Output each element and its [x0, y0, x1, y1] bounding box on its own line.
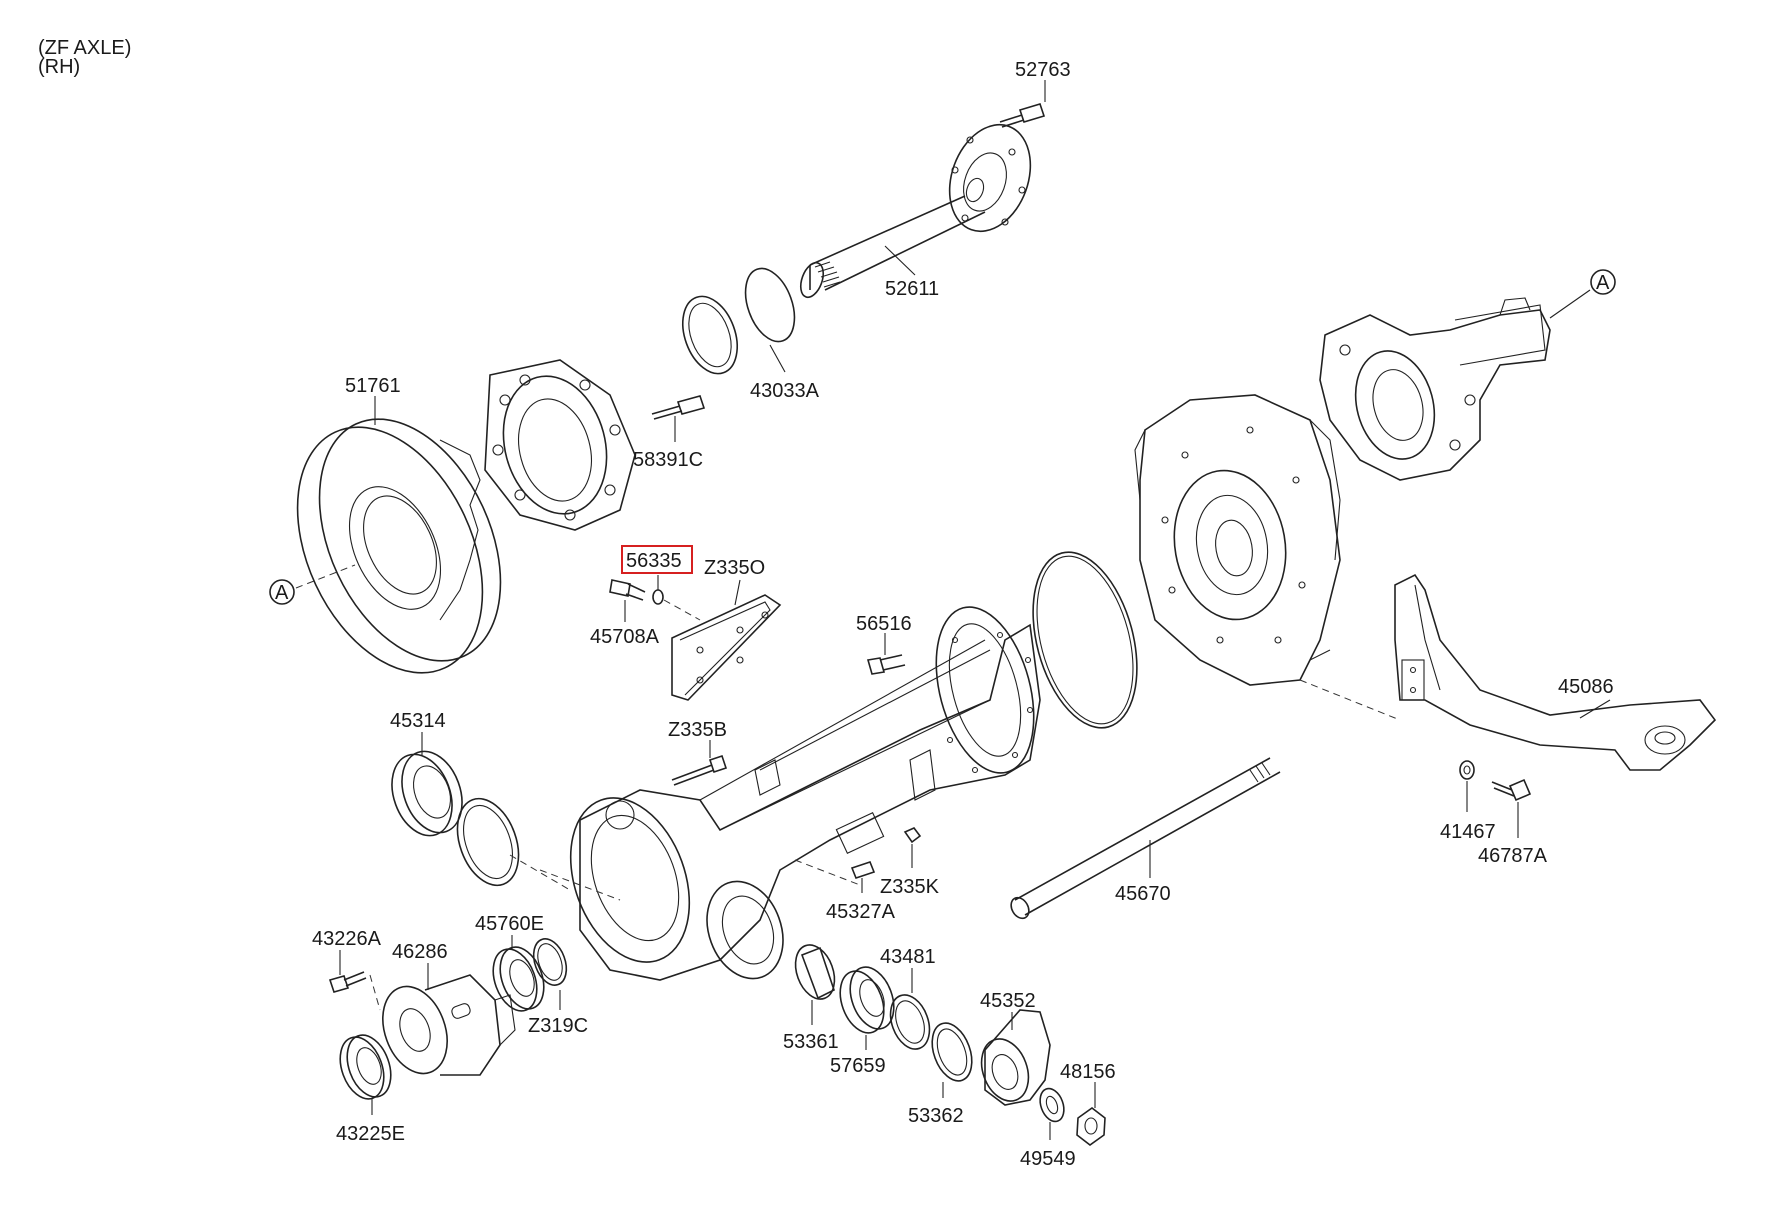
callout-a-left [269, 564, 356, 605]
label-45086: Z335B [668, 719, 727, 741]
label-46286: 43226A [312, 928, 382, 950]
label-53362: 53362 [908, 1105, 964, 1127]
label-52763: 52763 [1015, 59, 1071, 81]
label-45327A: 45327A [826, 901, 896, 923]
nut-48156-drawing [1076, 1082, 1106, 1146]
ring-43481-drawing [532, 938, 568, 1010]
drive-shaft-Z335K-drawing [1010, 757, 1281, 920]
label-56335[interactable]: 56335 [626, 550, 682, 572]
bolt-45708A-drawing [609, 575, 701, 622]
ring-53362-drawing [931, 1022, 973, 1098]
label-45760E: 46286 [392, 941, 448, 963]
differential-45760E-drawing [382, 963, 516, 1076]
label-Z319C: 43481 [880, 946, 936, 968]
header-line-1: (ZF AXLE) [38, 37, 131, 59]
label-53361: 45352 [980, 990, 1036, 1012]
stud-45327A-drawing [850, 861, 876, 893]
flange-53361-drawing [980, 1009, 1051, 1106]
bearing-45314-drawing [391, 732, 571, 891]
bolt-56516-drawing [866, 633, 906, 675]
bolt-52763-drawing [999, 80, 1046, 128]
label-Z335B: 45086 [1558, 676, 1614, 698]
label-46787A: 46787A [1478, 845, 1548, 867]
oring-43033A-drawing [682, 267, 796, 375]
label-49549: 49549 [1020, 1148, 1076, 1170]
oring-large-drawing [1032, 551, 1138, 729]
label-43481: Z319C [528, 1015, 588, 1037]
label-45314: 45314 [390, 710, 446, 732]
washer-41467-drawing [1459, 760, 1475, 812]
label-43225E: 43225E [336, 1123, 405, 1145]
bolt-45086-drawing [671, 740, 728, 786]
bolt-46286-drawing [328, 950, 381, 1011]
bolt-58391C-drawing [651, 395, 706, 442]
label-45352: 57659 [830, 1055, 886, 1077]
label-45708A: 45708A [590, 626, 660, 648]
callout-a-left-letter: A [275, 582, 289, 604]
axle-shaft-52611-drawing [799, 123, 1032, 299]
label-45670: Z335K [880, 876, 940, 898]
header-line-2: (RH) [38, 56, 80, 78]
bolt-46787A-drawing [1491, 778, 1532, 838]
label-41467: 41467 [1440, 821, 1496, 843]
label-57659: 53361 [783, 1031, 839, 1053]
label-48156: 48156 [1060, 1061, 1116, 1083]
label-Z335O: Z335O [704, 557, 765, 579]
race-57659-drawing [794, 944, 836, 1025]
label-58391C: 58391C [633, 449, 703, 471]
planetary-carrier-drawing [1134, 394, 1401, 721]
axle-housing-drawing [539, 606, 1041, 981]
label-43226A: 45760E [475, 913, 544, 935]
wheel-hub-drawing [484, 359, 636, 531]
bearing-43225E-drawing [339, 1034, 392, 1115]
steering-arm-Z335B-drawing [1394, 573, 1717, 771]
callout-a-right-letter: A [1596, 272, 1610, 294]
bearing-43226A-drawing [492, 935, 545, 1012]
washer-49549-drawing [1039, 1087, 1065, 1140]
label-43033A: 43033A [750, 380, 820, 402]
bearing-45352-drawing [839, 966, 895, 1050]
highlight-box-56335 [621, 545, 693, 574]
label-56516: 56516 [856, 613, 912, 635]
label-51761: 51761 [345, 375, 401, 397]
callout-a-right [1590, 269, 1616, 295]
nut-45670-drawing [903, 827, 922, 868]
brake-disc-51761-drawing [296, 396, 502, 674]
label-Z335K: 45670 [1115, 883, 1171, 905]
steering-knuckle-drawing [1319, 289, 1591, 481]
label-52611: 52611 [885, 278, 939, 300]
ring-Z319C-drawing [889, 968, 931, 1050]
cover-plate-Z335O-drawing [671, 579, 782, 701]
